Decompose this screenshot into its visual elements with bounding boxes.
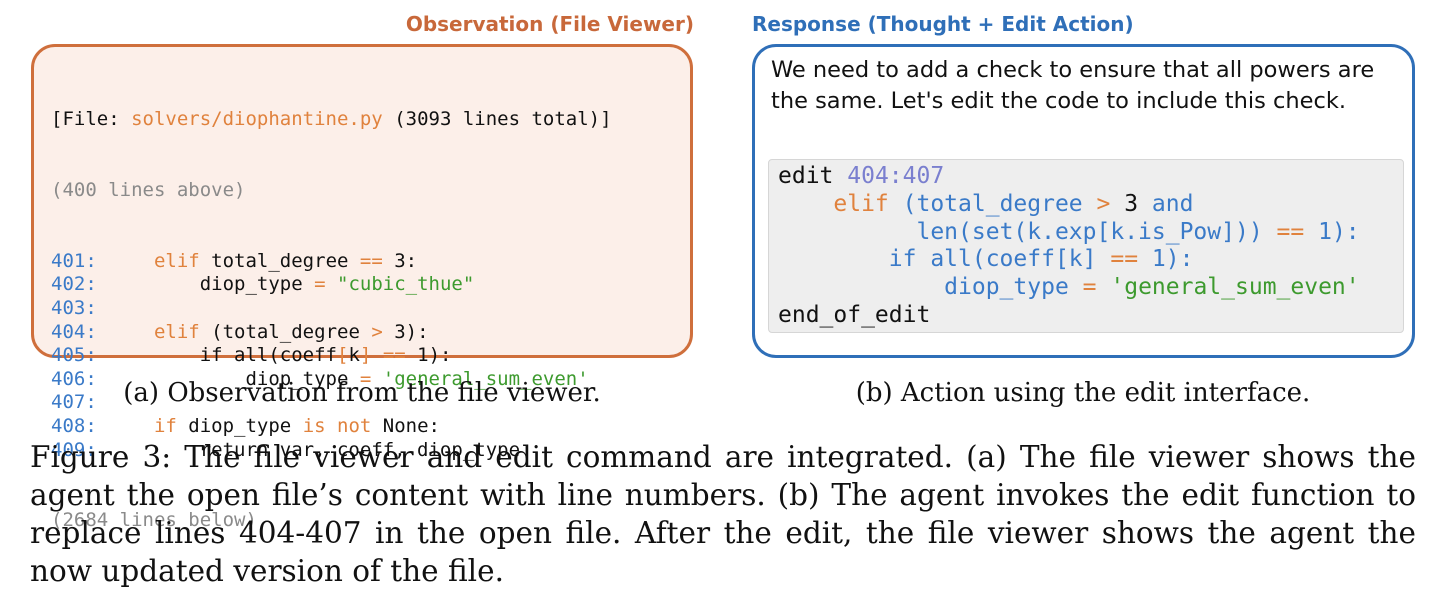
lines-below-note: (2684 lines below) (51, 509, 257, 532)
lines-above-note: (400 lines above) (51, 178, 246, 201)
response-panel-title: Response (Thought + Edit Action) (752, 12, 1134, 36)
subcaption-b: (b) Action using the edit interface. (855, 378, 1311, 408)
code-line: 401: elif total_degree == 3: (51, 249, 418, 272)
file-viewer-code: [File: solvers/diophantine.py (3093 line… (51, 61, 612, 580)
edit-line: end_of_edit (778, 301, 931, 328)
line-number: 403: (51, 296, 97, 319)
line-number: 408: (51, 414, 97, 437)
line-number: 406: (51, 367, 97, 390)
file-header: [File: solvers/diophantine.py (3093 line… (51, 108, 612, 131)
code-line: 409: return var, coeff, diop_type (51, 438, 521, 461)
code-line: 403: (51, 297, 612, 321)
code-line: 404: elif (total_degree > 3): (51, 320, 429, 343)
edit-line: elif (total_degree > 3 and (833, 190, 1194, 217)
figure-caption: Figure 3: The file viewer and edit comma… (30, 440, 1416, 588)
observation-panel-title: Observation (File Viewer) (405, 12, 694, 36)
subcaption-a: (a) Observation from the file viewer. (123, 378, 601, 408)
code-line: 405: if all(coeff[k] == 1): (51, 344, 452, 367)
code-line: 406: diop_type = 'general_sum_even' (51, 367, 589, 390)
code-line: 408: if diop_type is not None: (51, 414, 440, 437)
edit-command-block: edit 404:407 elif (total_degree > 3 and … (768, 159, 1404, 333)
line-number: 401: (51, 249, 97, 272)
line-number: 407: (51, 391, 97, 414)
code-lines: 401: elif total_degree == 3:402: diop_ty… (51, 250, 612, 462)
edit-line: diop_type = 'general_sum_even' (944, 274, 1360, 301)
code-line: 402: diop_type = "cubic_thue" (51, 273, 475, 296)
file-viewer-panel: [File: solvers/diophantine.py (3093 line… (31, 44, 693, 531)
edit-line: len(set(k.exp[k.is_Pow])) == 1): (916, 218, 1360, 245)
line-number: 409: (51, 438, 97, 461)
response-panel: We need to add a check to ensure that al… (752, 44, 1415, 358)
line-number: 405: (51, 344, 97, 367)
line-number: 404: (51, 320, 97, 343)
edit-line: if all(coeff[k] == 1): (888, 246, 1194, 273)
file-path: solvers/diophantine.py (131, 108, 383, 131)
thought-text: We need to add a check to ensure that al… (771, 57, 1375, 114)
edit-line: edit 404:407 (778, 163, 945, 189)
edit-code: edit 404:407 elif (total_degree > 3 and … (778, 163, 1360, 330)
code-line: 407: (51, 391, 612, 415)
line-number: 402: (51, 273, 97, 296)
